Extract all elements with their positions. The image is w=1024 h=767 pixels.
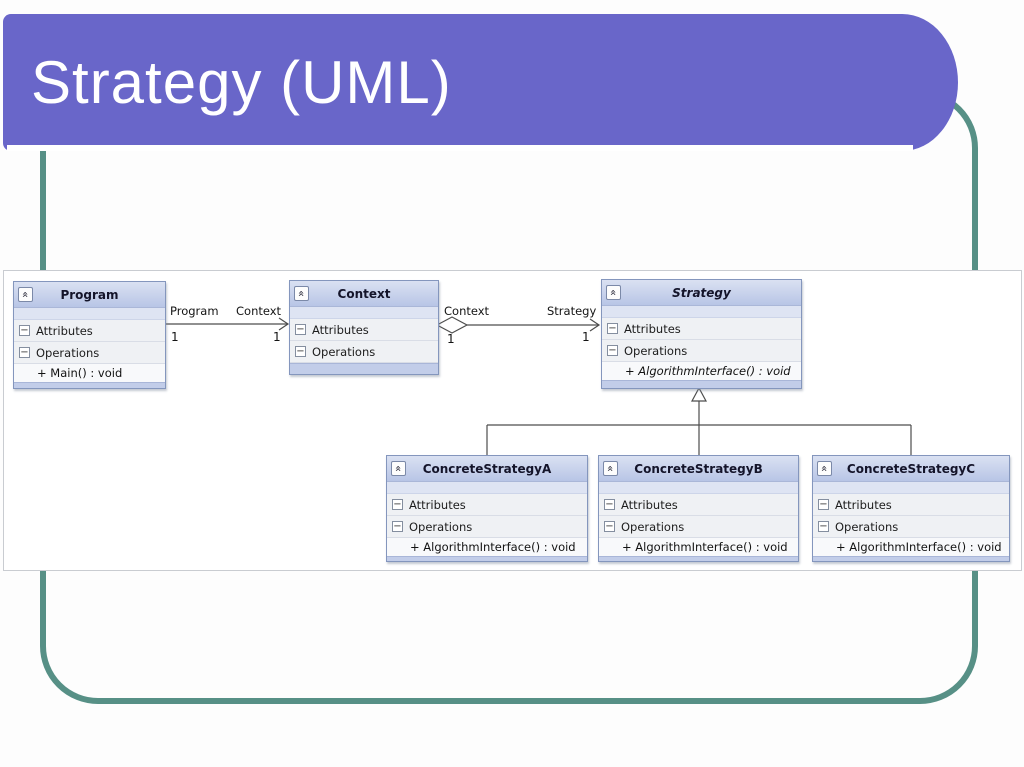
page-title: Strategy (UML) — [31, 49, 452, 116]
class-footer — [290, 363, 438, 374]
collapse-section-icon[interactable]: − — [607, 323, 618, 334]
class-name: ConcreteStrategyA — [422, 461, 552, 476]
class-header: « ConcreteStrategyA — [387, 456, 587, 482]
role-label: Program — [170, 304, 219, 318]
collapse-all-icon[interactable]: « — [817, 461, 832, 476]
multiplicity-label: 1 — [273, 330, 281, 344]
collapse-section-icon[interactable]: − — [818, 499, 829, 510]
multiplicity-label: 1 — [447, 332, 455, 346]
attributes-label: Attributes — [312, 322, 369, 337]
attributes-label: Attributes — [621, 497, 678, 512]
open-arrowhead-icon — [589, 318, 601, 332]
operations-label: Operations — [36, 345, 100, 360]
operations-label: Operations — [312, 344, 376, 359]
attributes-row[interactable]: − Attributes — [387, 494, 587, 516]
operations-row[interactable]: − Operations — [387, 516, 587, 538]
method-label: + Main() : void — [14, 364, 165, 382]
collapse-section-icon[interactable]: − — [818, 521, 829, 532]
multiplicity-label: 1 — [171, 330, 179, 344]
generalization-triangle-icon — [690, 386, 708, 402]
class-header-band — [387, 482, 587, 494]
operations-label: Operations — [409, 519, 473, 534]
collapse-section-icon[interactable]: − — [295, 324, 306, 335]
collapse-section-icon[interactable]: − — [604, 499, 615, 510]
operations-label: Operations — [835, 519, 899, 534]
class-box-concretestrategyb[interactable]: « ConcreteStrategyB − Attributes − Opera… — [598, 455, 799, 562]
class-name: Context — [337, 286, 391, 301]
class-box-concretestrategyc[interactable]: « ConcreteStrategyC − Attributes − Opera… — [812, 455, 1010, 562]
collapse-all-icon[interactable]: « — [603, 461, 618, 476]
role-label: Context — [444, 304, 490, 318]
attributes-row[interactable]: − Attributes — [290, 319, 438, 341]
collapse-all-icon[interactable]: « — [294, 286, 309, 301]
class-footer — [599, 556, 798, 561]
attributes-label: Attributes — [409, 497, 466, 512]
class-footer — [387, 556, 587, 561]
class-name: Program — [60, 287, 119, 302]
operations-row[interactable]: − Operations — [602, 340, 801, 362]
class-footer — [14, 382, 165, 388]
class-box-concretestrategya[interactable]: « ConcreteStrategyA − Attributes − Opera… — [386, 455, 588, 562]
class-box-context[interactable]: « Context − Attributes − Operations — [289, 280, 439, 375]
class-box-program[interactable]: « Program − Attributes − Operations + Ma… — [13, 281, 166, 389]
class-header-band — [599, 482, 798, 494]
attributes-row[interactable]: − Attributes — [14, 320, 165, 342]
role-label: Context — [236, 304, 282, 318]
class-name: ConcreteStrategyC — [846, 461, 976, 476]
class-header-band — [14, 308, 165, 320]
class-footer — [813, 556, 1009, 561]
collapse-section-icon[interactable]: − — [607, 345, 618, 356]
attributes-label: Attributes — [624, 321, 681, 336]
collapse-section-icon[interactable]: − — [295, 346, 306, 357]
role-label: Strategy — [547, 304, 597, 318]
collapse-section-icon[interactable]: − — [19, 325, 30, 336]
class-header-band — [602, 306, 801, 318]
class-name: Strategy — [672, 285, 731, 300]
operations-row[interactable]: − Operations — [599, 516, 798, 538]
open-arrowhead-icon — [278, 317, 290, 331]
class-header: « Strategy — [602, 280, 801, 306]
operations-label: Operations — [624, 343, 688, 358]
operations-row[interactable]: − Operations — [813, 516, 1009, 538]
attributes-label: Attributes — [36, 323, 93, 338]
slide-title-bar: Strategy (UML) — [3, 14, 958, 151]
aggregation-diamond-icon — [435, 316, 469, 334]
method-label: + AlgorithmInterface() : void — [813, 538, 1009, 556]
class-footer — [602, 380, 801, 388]
operations-row[interactable]: − Operations — [290, 341, 438, 363]
class-header: « Context — [290, 281, 438, 307]
class-box-strategy[interactable]: « Strategy − Attributes − Operations + A… — [601, 279, 802, 389]
multiplicity-label: 1 — [582, 330, 590, 344]
class-header: « ConcreteStrategyB — [599, 456, 798, 482]
collapse-all-icon[interactable]: « — [391, 461, 406, 476]
collapse-section-icon[interactable]: − — [604, 521, 615, 532]
class-header-band — [813, 482, 1009, 494]
collapse-section-icon[interactable]: − — [392, 499, 403, 510]
class-name: ConcreteStrategyB — [634, 461, 763, 476]
collapse-section-icon[interactable]: − — [392, 521, 403, 532]
class-header: « ConcreteStrategyC — [813, 456, 1009, 482]
attributes-row[interactable]: − Attributes — [602, 318, 801, 340]
method-label: + AlgorithmInterface() : void — [602, 362, 801, 380]
method-label: + AlgorithmInterface() : void — [599, 538, 798, 556]
operations-label: Operations — [621, 519, 685, 534]
title-underline — [7, 145, 913, 151]
collapse-all-icon[interactable]: « — [18, 287, 33, 302]
collapse-section-icon[interactable]: − — [19, 347, 30, 358]
class-header-band — [290, 307, 438, 319]
class-header: « Program — [14, 282, 165, 308]
collapse-all-icon[interactable]: « — [606, 285, 621, 300]
operations-row[interactable]: − Operations — [14, 342, 165, 364]
method-label: + AlgorithmInterface() : void — [387, 538, 587, 556]
attributes-label: Attributes — [835, 497, 892, 512]
attributes-row[interactable]: − Attributes — [599, 494, 798, 516]
attributes-row[interactable]: − Attributes — [813, 494, 1009, 516]
